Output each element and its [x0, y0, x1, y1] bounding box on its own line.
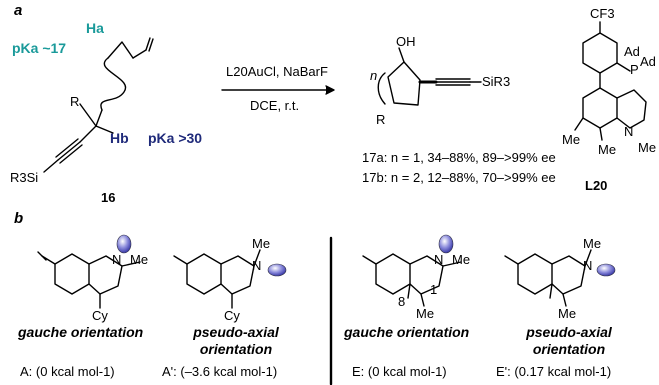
- compound-16-label: 16: [101, 190, 116, 205]
- panel-b-label: b: [14, 210, 24, 227]
- r-bond: [79, 103, 97, 127]
- ligand-me-n-label: Me: [638, 140, 657, 155]
- pka-a-label: pKa ~17: [12, 40, 67, 56]
- ligand-aryl-ring-bottom: [582, 87, 618, 129]
- ring-bracket-left: [377, 72, 386, 105]
- ligand-me-bond-2: [599, 127, 603, 141]
- struct-E-orientation: gauche orientation: [344, 324, 470, 340]
- result-17a: 17a: n = 1, 34–88%, 89–>99% ee: [362, 150, 556, 165]
- struct-E-pos8: 8: [398, 294, 406, 309]
- struct-A-prime-energy: A': (–3.6 kcal mol-1): [162, 364, 278, 379]
- struct-E-pos1: 1: [430, 282, 438, 297]
- ligand-piperidine: [616, 89, 647, 129]
- product-r-label: R: [376, 112, 386, 127]
- struct-A-orientation: gauche orientation: [18, 324, 144, 340]
- lone-pair-icon: [596, 263, 616, 277]
- struct-E-prime-energy: E': (0.17 kcal mol-1): [496, 364, 612, 379]
- reaction-arrowhead: [325, 85, 335, 95]
- product-alkyne: [435, 78, 471, 86]
- propargyl-bond: [79, 125, 97, 143]
- ligand-l20-label: L20: [585, 178, 608, 193]
- si-bond: [43, 159, 59, 173]
- reagent-bottom: DCE, r.t.: [250, 98, 300, 113]
- struct-E-me-label: Me: [452, 252, 471, 267]
- ligand-me1-label: Me: [562, 132, 581, 147]
- panel-a-label: a: [14, 2, 23, 19]
- hb-label: Hb: [110, 130, 129, 146]
- structure-A-bonds: [37, 251, 141, 309]
- struct-A-me-label: Me: [130, 252, 149, 267]
- ligand-n-label: N: [624, 124, 634, 139]
- pka-b-label: pKa >30: [148, 130, 203, 146]
- ch-bond: [95, 109, 103, 127]
- structure-E-prime-bonds: [504, 249, 592, 307]
- struct-E-prime-n-label: N: [583, 258, 593, 273]
- ligand-me2-label: Me: [598, 142, 617, 157]
- aldehyde-double-bond: [145, 37, 154, 52]
- sir3-left-label: R3Si: [10, 170, 39, 185]
- structure-E-bonds: [362, 253, 462, 307]
- lone-pair-icon: [267, 263, 287, 277]
- lone-pair-icon: [116, 234, 132, 254]
- hb-bond: [95, 125, 114, 134]
- struct-E-energy: E: (0 kcal mol-1): [352, 364, 447, 379]
- ligand-me-bond: [574, 117, 584, 131]
- product-sir3-label: SiR3: [482, 74, 511, 89]
- alkyne-triple-bond: [55, 138, 83, 164]
- ligand-cf3-label: CF3: [590, 6, 615, 21]
- ligand-aryl-ring-top: [582, 32, 618, 74]
- aldehyde-bond: [132, 49, 147, 59]
- lone-pair-icon: [438, 234, 454, 254]
- chain-wavy: [100, 57, 127, 111]
- struct-A-substituent: Cy: [92, 308, 108, 323]
- reagent-top: L20AuCl, NaBarF: [226, 64, 328, 79]
- p-bond: [616, 62, 631, 72]
- struct-A-prime-substituent: Cy: [224, 308, 240, 323]
- ha-label: Ha: [86, 20, 104, 36]
- struct-E-n-label: N: [434, 252, 444, 267]
- struct-A-prime-n-label: N: [252, 258, 262, 273]
- product-n-label: n: [370, 68, 378, 83]
- ligand-ad2-label: Ad: [640, 54, 656, 69]
- struct-E-prime-substituent: Me: [558, 306, 577, 321]
- struct-A-n-label: N: [112, 252, 122, 267]
- ligand-ad1-label: Ad: [624, 44, 640, 59]
- struct-E-prime-orientation: pseudo-axial orientation: [526, 324, 612, 357]
- structure-A-prime-bonds: [173, 249, 261, 309]
- struct-E-prime-me-label: Me: [583, 236, 602, 251]
- r-label: R: [70, 94, 80, 109]
- product-oh-label: OH: [396, 34, 416, 49]
- product-ring: [387, 61, 421, 106]
- result-17b: 17b: n = 2, 12–88%, 70–>99% ee: [362, 170, 556, 185]
- struct-A-energy: A: (0 kcal mol-1): [20, 364, 115, 379]
- struct-E-substituent: Me: [416, 306, 435, 321]
- chain-top: [107, 41, 134, 59]
- oh-bond: [398, 47, 405, 63]
- struct-A-prime-orientation: pseudo-axial orientation: [193, 324, 279, 357]
- struct-A-prime-me-label: Me: [252, 236, 271, 251]
- ligand-p-label: P: [630, 62, 639, 77]
